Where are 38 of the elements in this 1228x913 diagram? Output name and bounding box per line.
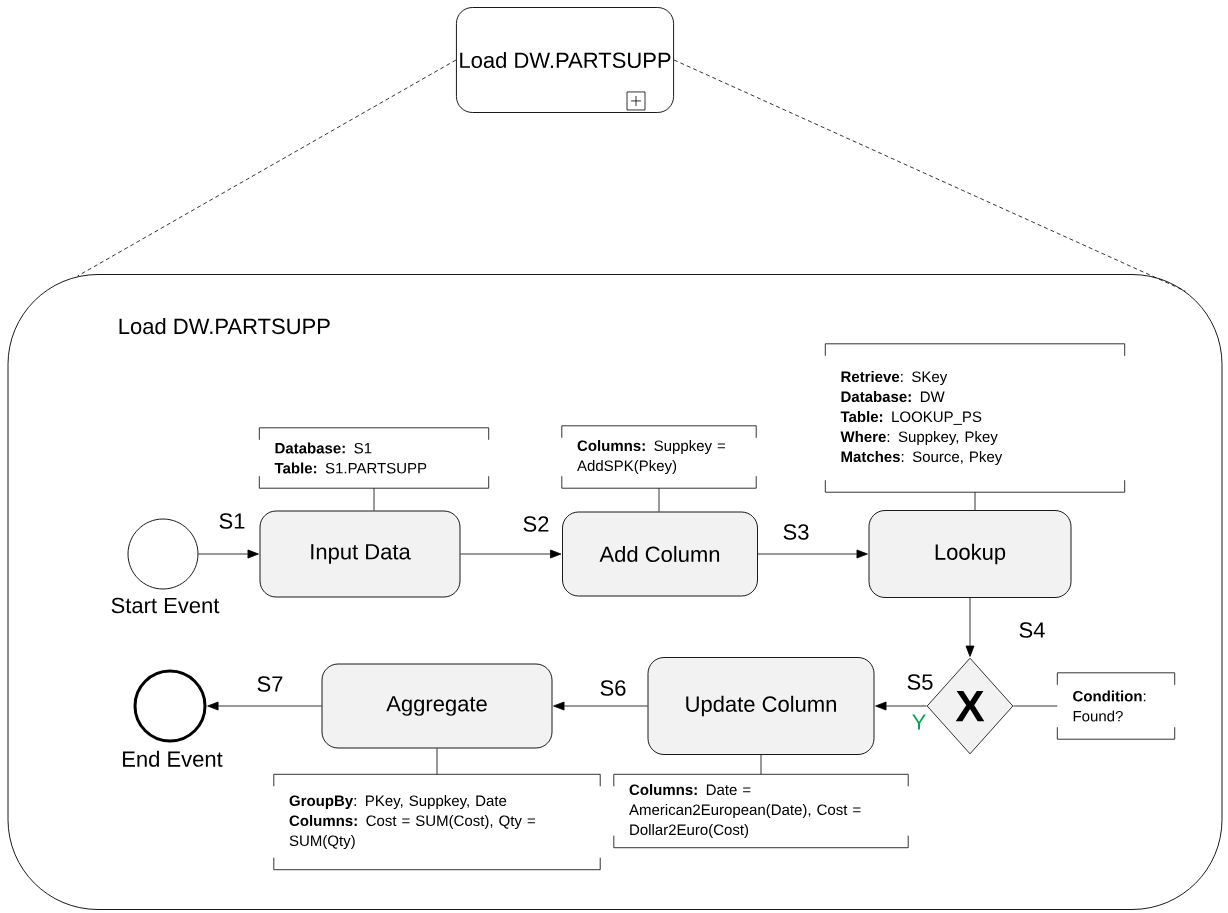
sequence-flow-arrow xyxy=(757,549,868,559)
branch-label: Y xyxy=(912,714,926,730)
end-event-circle xyxy=(133,669,207,743)
sequence-flow-arrow xyxy=(207,701,322,711)
subprocess-box: Load DW.PARTSUPP xyxy=(456,7,675,113)
association-line xyxy=(760,754,762,775)
zoom-guide-line xyxy=(673,59,1186,292)
start-event-circle xyxy=(127,518,199,590)
task-box: Aggregate xyxy=(321,663,553,749)
event-label: Start Event xyxy=(111,597,220,614)
text-annotation: Database: S1 Table: S1.PARTSUPP xyxy=(258,427,490,489)
zoom-guide-line xyxy=(77,59,457,277)
sequence-flow-arrow xyxy=(198,549,259,559)
text-annotation: Retrieve: SKey Database: DW Table: LOOKUP_PS Where: Suppkey, Pkey Matches: Source, Pkey xyxy=(824,343,1126,493)
association-line xyxy=(436,748,438,775)
edge-label: S4 xyxy=(1017,621,1047,639)
sequence-flow-arrow xyxy=(965,597,975,657)
edge-label: S6 xyxy=(598,679,628,697)
edge-label: S1 xyxy=(217,512,247,530)
edge-label: S2 xyxy=(521,515,551,533)
event-label: End Event xyxy=(123,750,223,767)
task-box: Lookup xyxy=(868,510,1072,598)
sequence-flow-arrow xyxy=(460,549,562,559)
association-line xyxy=(658,487,660,512)
task-box: Add Column xyxy=(562,511,758,597)
text-annotation: GroupBy: PKey, Suppkey, Date Columns: Cost = SUM(Cost), Qty = SUM(Qty) xyxy=(273,773,601,871)
sequence-flow-arrow xyxy=(553,701,648,711)
association-line xyxy=(1013,705,1058,707)
edge-label: S3 xyxy=(781,523,811,541)
task-box: Update Column xyxy=(647,657,875,755)
text-annotation: Condition: Found? xyxy=(1056,672,1176,740)
association-line xyxy=(373,487,375,511)
edge-label: S7 xyxy=(255,675,285,693)
text-annotation: Columns: Suppkey = AddSPK(Pkey) xyxy=(561,425,757,489)
text-annotation: Columns: Date = American2European(Date), Cost = Dollar2Euro(Cost) xyxy=(613,773,909,849)
sequence-flow-arrow xyxy=(875,701,927,711)
task-box: Input Data xyxy=(259,510,461,598)
association-line xyxy=(974,491,976,511)
